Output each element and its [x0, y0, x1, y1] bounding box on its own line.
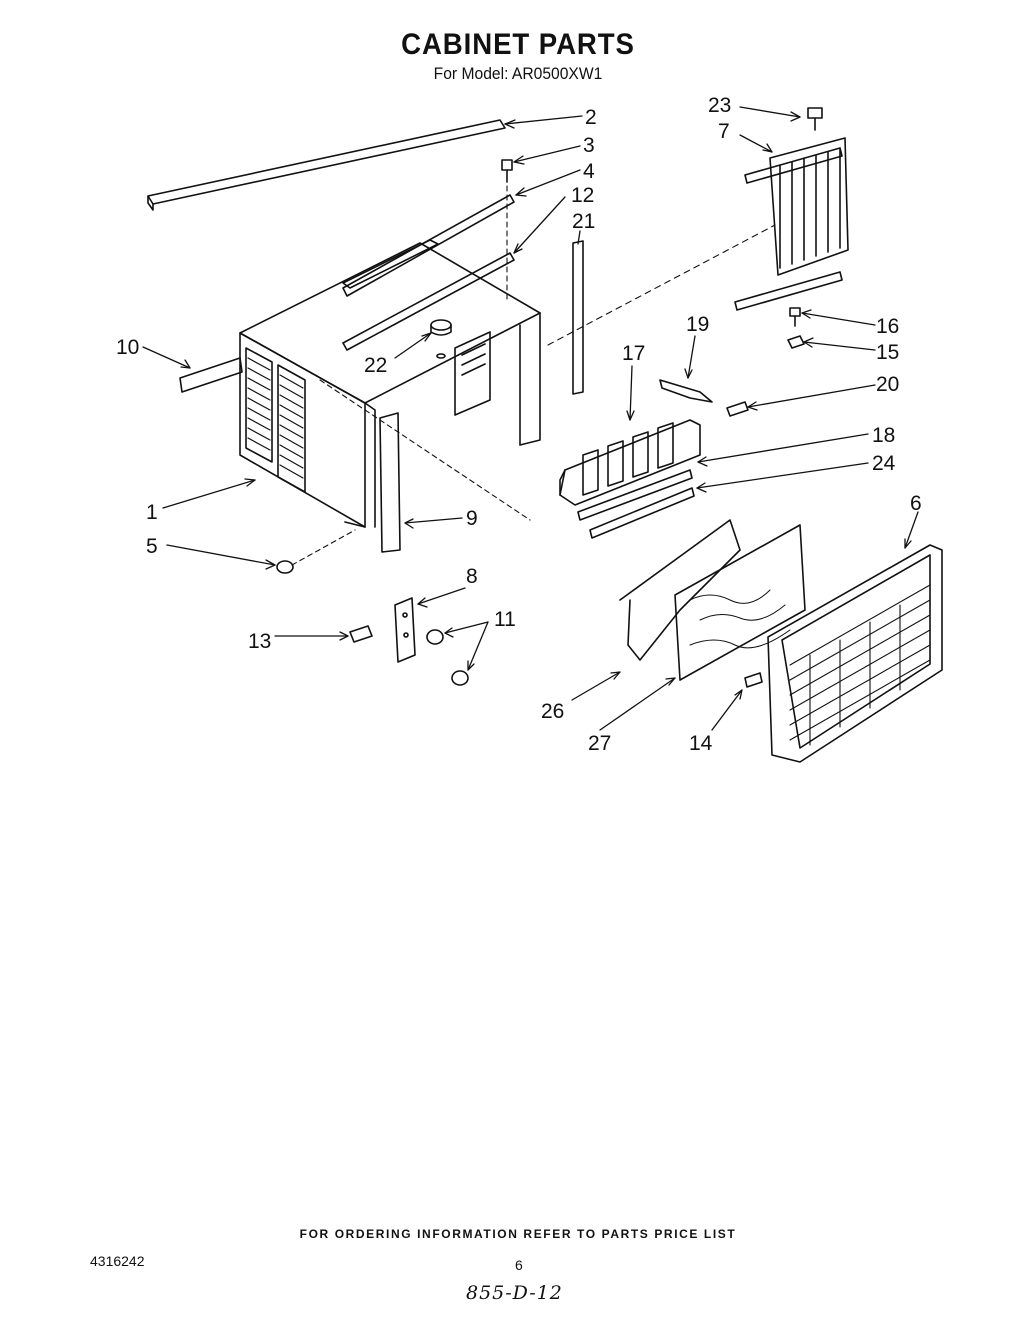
part-23-screw — [807, 107, 823, 131]
page-number: 6 — [515, 1257, 523, 1273]
callout-10: 10 — [116, 336, 139, 359]
callout-2: 2 — [585, 106, 597, 129]
document-number: 4316242 — [90, 1253, 145, 1269]
callout-16: 16 — [876, 315, 899, 338]
part-26-wire-frame — [619, 519, 741, 661]
part-3-screw — [501, 159, 513, 301]
part-21-bracket — [572, 240, 584, 395]
part-15-washer — [787, 335, 805, 349]
callout-26: 26 — [541, 700, 564, 723]
part-19-clip — [659, 379, 713, 403]
part-4-strip — [342, 194, 515, 297]
part-12-strip — [342, 252, 515, 351]
callout-4: 4 — [583, 160, 595, 183]
callout-19: 19 — [686, 313, 709, 336]
model-subtitle: For Model: AR0500XW1 — [433, 64, 603, 83]
cabinet-housing — [239, 239, 541, 528]
callout-24: 24 — [872, 452, 896, 475]
louver-assembly — [559, 419, 701, 539]
part-20-clip — [726, 401, 749, 417]
part-9-side-panel — [379, 412, 401, 553]
handwritten-code: 855-D-12 — [466, 1282, 563, 1304]
callout-labels: 2 3 4 12 21 23 7 10 22 19 17 16 15 20 18… — [116, 94, 922, 755]
part-7-rear-grille — [547, 137, 849, 346]
part-16-screw — [789, 307, 801, 327]
part-11-nuts — [426, 629, 469, 686]
callout-6: 6 — [910, 492, 922, 515]
part-6-front-grille — [744, 544, 943, 763]
callout-3: 3 — [583, 134, 595, 157]
callout-14: 14 — [689, 732, 713, 755]
part-13-pin — [349, 625, 373, 643]
callout-1: 1 — [146, 501, 158, 524]
callout-22: 22 — [364, 354, 387, 377]
callout-13: 13 — [248, 630, 271, 653]
callout-20: 20 — [876, 373, 899, 396]
callout-21: 21 — [572, 210, 595, 233]
callout-12: 12 — [571, 184, 594, 207]
part-2-top-rail — [147, 119, 506, 211]
callout-8: 8 — [466, 565, 478, 588]
page-title: CABINET PARTS — [401, 28, 635, 61]
callout-18: 18 — [872, 424, 895, 447]
callout-7: 7 — [718, 120, 730, 143]
callout-11: 11 — [494, 608, 516, 631]
callout-15: 15 — [876, 341, 899, 364]
callout-27: 27 — [588, 732, 611, 755]
part-22-knob — [430, 319, 452, 359]
callout-9: 9 — [466, 507, 478, 530]
part-5-screw — [276, 529, 356, 574]
part-8-bracket — [394, 597, 416, 663]
ordering-note: FOR ORDERING INFORMATION REFER TO PARTS … — [299, 1227, 737, 1241]
part-27-filter — [674, 524, 806, 681]
callout-17: 17 — [622, 342, 645, 365]
callout-5: 5 — [146, 535, 158, 558]
part-10-rail — [179, 357, 243, 393]
callout-23: 23 — [708, 94, 731, 117]
leader-lines — [142, 106, 919, 731]
